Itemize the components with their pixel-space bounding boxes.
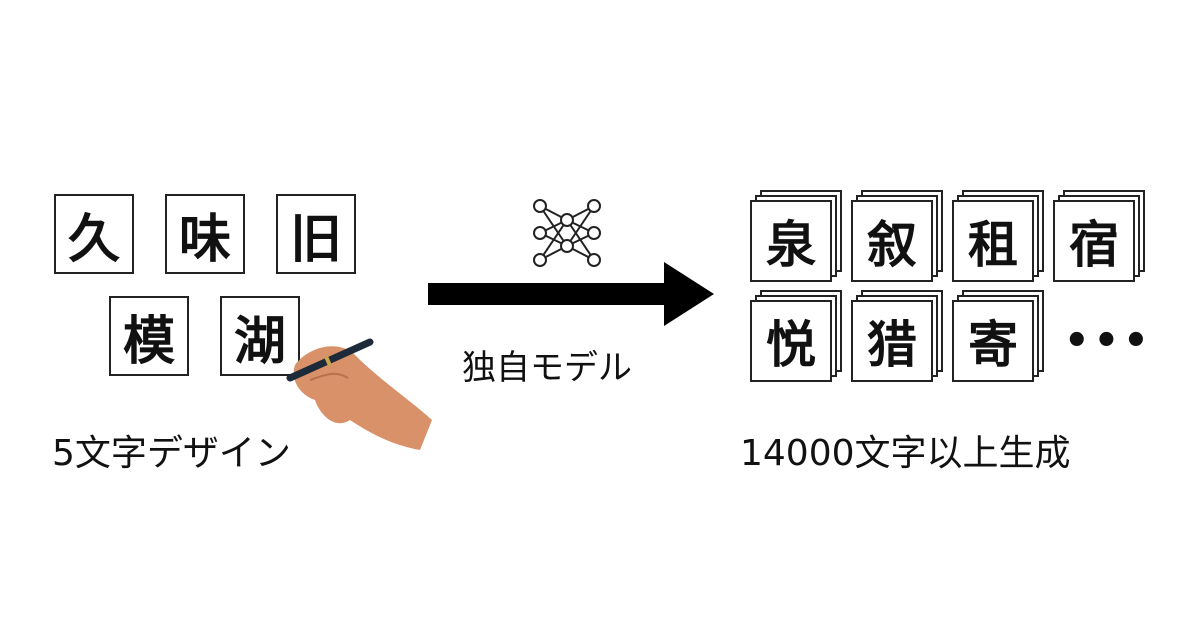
arrow-icon: [428, 262, 714, 326]
character-stack: 租: [952, 190, 1044, 282]
character-stack: 悦: [750, 290, 842, 382]
character-box: 宿: [1053, 200, 1135, 282]
character-stack: 宿: [1053, 190, 1145, 282]
character-stack: 叙: [851, 190, 943, 282]
process-label: 独自モデル: [462, 348, 632, 388]
character-box: 久: [54, 194, 134, 274]
character-stack: 泉: [750, 190, 842, 282]
character-box: 湖: [220, 296, 300, 376]
hand-with-pen-icon: [286, 338, 432, 450]
character-box: 猎: [851, 300, 933, 382]
neural-network-icon: [533, 199, 601, 267]
character-box: 模: [109, 296, 189, 376]
character-box: 泉: [750, 200, 832, 282]
character-stack: 寄: [952, 290, 1044, 382]
input-label: 5文字デザイン: [52, 433, 291, 474]
output-label: 14000文字以上生成: [740, 433, 1071, 474]
character-box: 旧: [276, 194, 356, 274]
character-box: 叙: [851, 200, 933, 282]
ellipsis: •••: [1064, 318, 1153, 364]
character-box: 租: [952, 200, 1034, 282]
character-stack: 猎: [851, 290, 943, 382]
character-box: 味: [165, 194, 245, 274]
character-box: 悦: [750, 300, 832, 382]
character-box: 寄: [952, 300, 1034, 382]
